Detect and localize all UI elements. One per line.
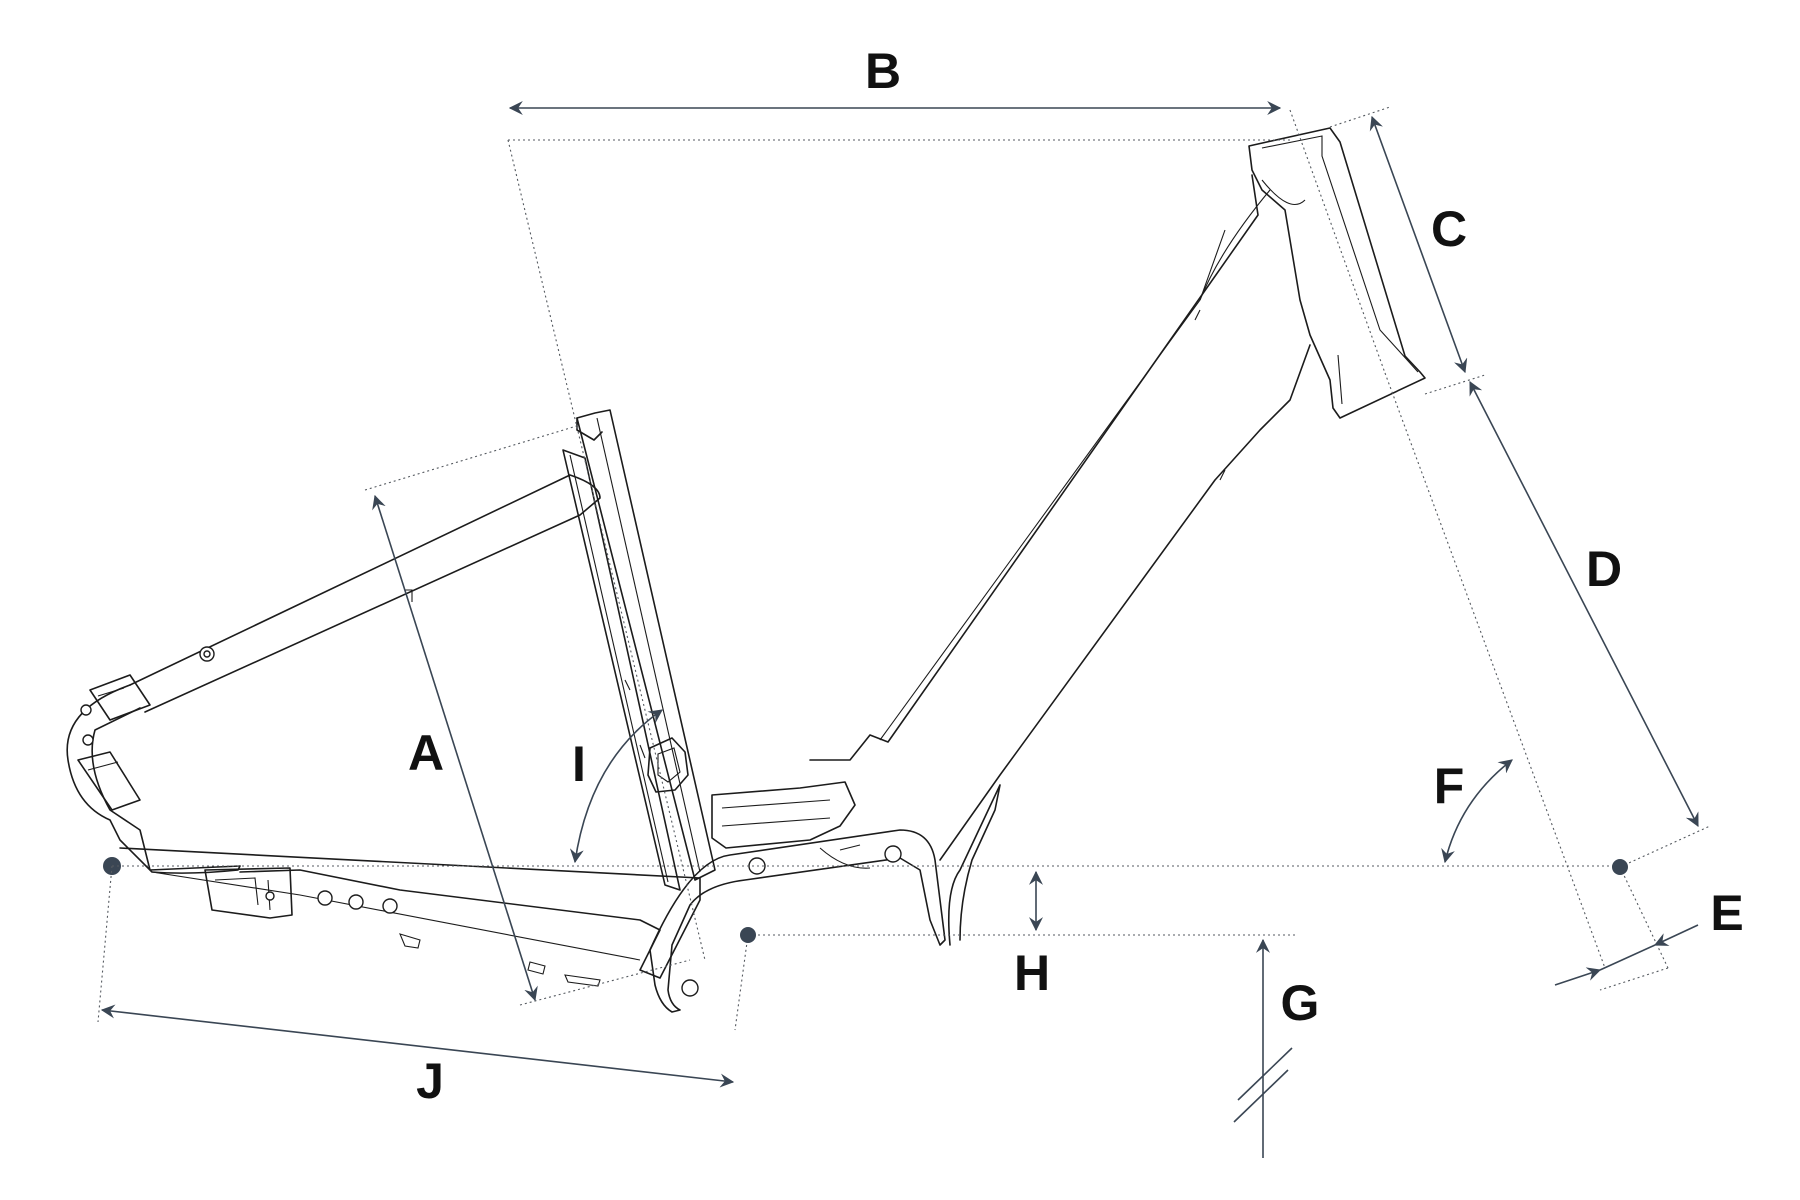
down-tube-lower-edge bbox=[939, 344, 1311, 861]
pivot-bolt-right bbox=[884, 845, 902, 863]
dim-d-arrow bbox=[1469, 380, 1699, 828]
stay-bolt-3 bbox=[382, 898, 398, 914]
guide-e-bottom bbox=[1599, 967, 1669, 991]
dropout-bolt-lower bbox=[681, 979, 699, 997]
dim-e-arrow-right bbox=[1653, 924, 1699, 946]
dim-e-arrow-left bbox=[1554, 967, 1602, 986]
dim-i-arc bbox=[569, 709, 663, 864]
dim-c-arrow bbox=[1369, 115, 1468, 374]
rear-rack-mount-detail bbox=[87, 687, 125, 771]
motor-mount bbox=[711, 781, 856, 849]
motor-mount-inner bbox=[721, 799, 831, 827]
rear-rack-top-rail bbox=[129, 474, 601, 713]
label-j: J bbox=[416, 1053, 444, 1109]
label-d: D bbox=[1586, 541, 1622, 597]
stay-mount-tabs bbox=[399, 933, 601, 987]
label-i: I bbox=[572, 736, 586, 792]
head-tube bbox=[1248, 127, 1426, 419]
label-a: A bbox=[408, 725, 444, 781]
dim-g-break-1 bbox=[1237, 1047, 1293, 1101]
dimension-labels: A B C D E F G H I J bbox=[408, 43, 1744, 1109]
label-e: E bbox=[1710, 885, 1743, 941]
chain-stay-inner bbox=[151, 871, 641, 961]
label-h: H bbox=[1014, 945, 1050, 1001]
rear-dropout bbox=[204, 867, 293, 919]
guide-rack-bottom bbox=[519, 959, 691, 1006]
dim-j-arrow bbox=[100, 1004, 735, 1088]
down-tube-inner-contour bbox=[1199, 229, 1226, 481]
guide-front-axle-offset bbox=[1619, 866, 1669, 969]
bike-frame bbox=[66, 127, 1426, 1013]
guide-head-axis bbox=[1289, 109, 1386, 374]
dim-f-arc bbox=[1441, 759, 1513, 864]
head-tube-cap-detail bbox=[1261, 179, 1343, 405]
front-axle-point bbox=[1612, 859, 1628, 875]
label-c: C bbox=[1431, 201, 1467, 257]
head-tube-inner bbox=[1261, 135, 1419, 373]
dim-e-connector bbox=[1599, 944, 1656, 971]
label-g: G bbox=[1281, 975, 1320, 1031]
label-f: F bbox=[1434, 758, 1465, 814]
label-b: B bbox=[865, 43, 901, 99]
stay-bolt-1 bbox=[317, 890, 333, 906]
rear-rack-mount-lower bbox=[77, 751, 141, 811]
chain-stay bbox=[119, 847, 701, 979]
guide-lines bbox=[97, 106, 1711, 1031]
dimension-arrows bbox=[100, 101, 1699, 1158]
rear-rack-loop bbox=[66, 684, 241, 874]
seat-tube bbox=[576, 409, 716, 881]
dim-g-break-2 bbox=[1233, 1069, 1289, 1123]
guide-seat-axis bbox=[507, 139, 706, 961]
motor-bracket-detail bbox=[819, 844, 871, 869]
guide-bb-vertical bbox=[734, 934, 749, 1031]
guide-rear-axle-vertical bbox=[97, 865, 113, 1023]
guide-steering-axis bbox=[1384, 372, 1606, 969]
bottom-bracket-point bbox=[740, 927, 756, 943]
guide-rack-top bbox=[364, 424, 581, 491]
guide-head-c-top bbox=[1329, 106, 1391, 128]
rack-loop-bolt-1 bbox=[80, 704, 92, 716]
dim-a-arrow bbox=[372, 494, 538, 1002]
rear-rack-upright bbox=[562, 449, 681, 891]
dropout-bolt-a bbox=[265, 891, 275, 901]
rack-bolt-top-inner bbox=[203, 650, 211, 658]
guide-front-axle-to-d bbox=[1619, 825, 1711, 868]
battery-connector bbox=[647, 737, 689, 793]
down-tube-battery-cover bbox=[879, 189, 1271, 741]
guide-head-c-bottom bbox=[1424, 374, 1486, 395]
seat-tube-collar bbox=[576, 417, 603, 441]
stay-bolt-2 bbox=[348, 894, 364, 910]
rack-loop-bolt-2 bbox=[82, 734, 94, 746]
down-tube bbox=[809, 174, 1259, 761]
rear-rack-mount-upper bbox=[89, 674, 151, 721]
seat-tube-inner bbox=[596, 417, 701, 873]
motor-bracket-arm bbox=[947, 784, 1001, 946]
